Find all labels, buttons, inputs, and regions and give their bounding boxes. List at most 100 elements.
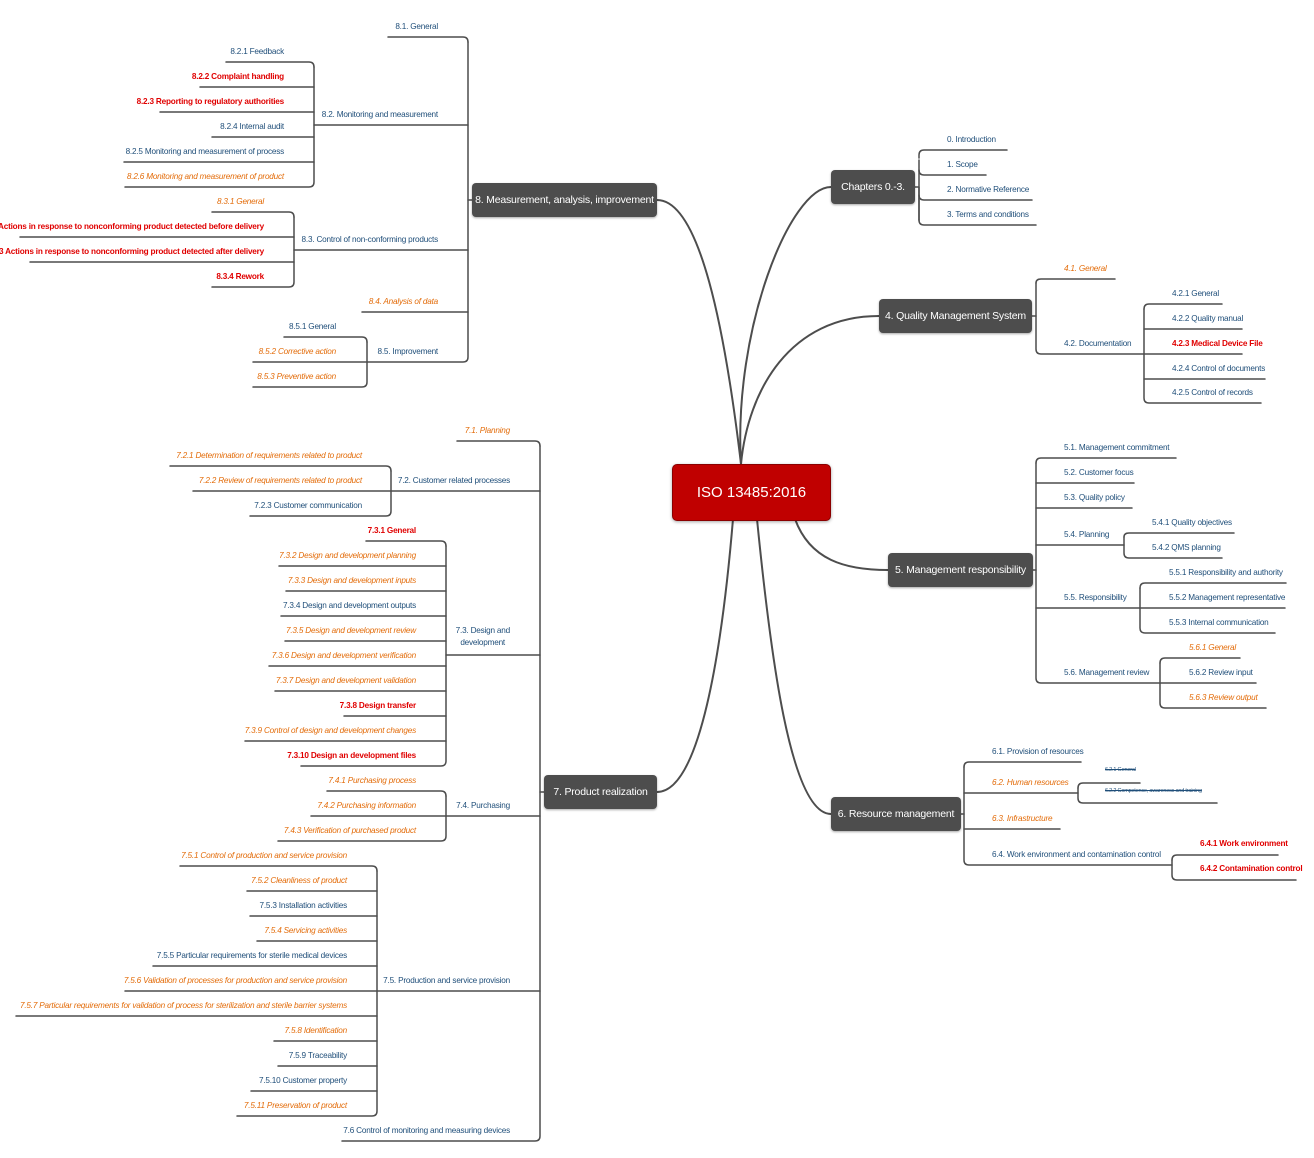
connector-line <box>1123 536 1223 559</box>
node-m551[interactable]: 5.5.1 Responsibility and authority <box>1169 568 1283 577</box>
node-p733[interactable]: 7.3.3 Design and development inputs <box>287 576 416 585</box>
node-p739[interactable]: 7.3.9 Control of design and development … <box>244 726 417 735</box>
node-m52[interactable]: 5.2. Customer focus <box>1064 468 1134 477</box>
node-e853[interactable]: 8.5.3 Preventive action <box>257 372 336 381</box>
node-p735[interactable]: 7.3.5 Design and development review <box>286 626 416 635</box>
link-root-chapters <box>739 186 832 465</box>
node-p756[interactable]: 7.5.6 Validation of processes for produc… <box>123 976 347 985</box>
node-e825[interactable]: 8.2.5 Monitoring and measurement of proc… <box>125 147 285 156</box>
node-q424[interactable]: 4.2.4 Control of documents <box>1172 364 1266 373</box>
topic-management-responsibility[interactable]: 5. Management responsibility <box>888 553 1033 587</box>
node-m53[interactable]: 5.3. Quality policy <box>1064 493 1125 502</box>
topic-chapters-0-3[interactable]: Chapters 0.-3. <box>831 170 915 204</box>
node-m552[interactable]: 5.5.2 Management representative <box>1169 593 1286 602</box>
node-c2[interactable]: 2. Normative Reference <box>947 185 1030 194</box>
connector-line <box>179 865 378 872</box>
node-p7511[interactable]: 7.5.11 Preservation of product <box>243 1101 347 1110</box>
node-p731[interactable]: 7.3.1 General <box>367 526 417 535</box>
topic-quality-management-system[interactable]: 4. Quality Management System <box>879 299 1032 333</box>
node-p755[interactable]: 7.5.5 Particular requirements for steril… <box>156 951 347 960</box>
node-m563[interactable]: 5.6.3 Review output <box>1189 693 1258 702</box>
node-e823[interactable]: 8.2.3 Reporting to regulatory authoritie… <box>136 97 285 106</box>
node-p723[interactable]: 7.2.3 Customer communication <box>254 501 362 510</box>
node-c0[interactable]: 0. Introduction <box>947 135 996 144</box>
connector-line <box>326 790 447 797</box>
node-p742[interactable]: 7.4.2 Purchasing information <box>317 801 416 810</box>
connector-line <box>1159 662 1267 709</box>
topic-measurement-analysis-improvement[interactable]: 8. Measurement, analysis, improvement <box>472 183 657 217</box>
connector-line <box>124 66 315 188</box>
node-q422[interactable]: 4.2.2 Quality manual <box>1172 314 1244 323</box>
node-e821[interactable]: 8.2.1 Feedback <box>230 47 284 56</box>
node-p72[interactable]: 7.2. Customer related processes <box>397 476 510 485</box>
node-e81[interactable]: 8.1. General <box>395 22 438 31</box>
node-p753[interactable]: 7.5.3 Installation activities <box>259 901 348 910</box>
node-p73a[interactable]: 7.3. Design and <box>455 626 511 635</box>
node-m54[interactable]: 5.4. Planning <box>1064 530 1110 539</box>
node-m51[interactable]: 5.1. Management commitment <box>1064 443 1170 452</box>
node-e851[interactable]: 8.5.1 General <box>288 322 336 331</box>
node-e833[interactable]: 8.3.3 Actions in response to nonconformi… <box>0 247 264 256</box>
node-p732[interactable]: 7.3.2 Design and development planning <box>279 551 416 560</box>
node-r622[interactable]: 6.2.2 Competence, awareness and training <box>1105 788 1202 794</box>
node-e834[interactable]: 8.3.4 Rework <box>216 272 264 281</box>
node-e852[interactable]: 8.5.2 Corrective action <box>258 347 337 356</box>
node-p743[interactable]: 7.4.3 Verification of purchased product <box>283 826 416 835</box>
node-p759[interactable]: 7.5.9 Traceability <box>288 1051 347 1060</box>
node-r63[interactable]: 6.3. Infrastructure <box>992 814 1053 823</box>
node-p76[interactable]: 7.6 Control of monitoring and measuring … <box>343 1126 510 1135</box>
node-m56[interactable]: 5.6. Management review <box>1064 668 1150 677</box>
node-e84[interactable]: 8.4. Analysis of data <box>368 297 438 306</box>
node-p734[interactable]: 7.3.4 Design and development outputs <box>283 601 416 610</box>
node-p7510[interactable]: 7.5.10 Customer property <box>258 1076 347 1085</box>
node-q41[interactable]: 4.1. General <box>1064 264 1107 273</box>
node-p754[interactable]: 7.5.4 Servicing activities <box>264 926 347 935</box>
node-q42[interactable]: 4.2. Documentation <box>1064 339 1132 348</box>
node-p736[interactable]: 7.3.6 Design and development verificatio… <box>271 651 416 660</box>
node-r61[interactable]: 6.1. Provision of resources <box>992 747 1084 756</box>
node-c3[interactable]: 3. Terms and conditions <box>947 210 1029 219</box>
node-p752[interactable]: 7.5.2 Cleanliness of product <box>251 876 347 885</box>
node-p74[interactable]: 7.4. Purchasing <box>456 801 510 810</box>
node-r641[interactable]: 6.4.1 Work environment <box>1200 839 1288 848</box>
central-topic[interactable]: ISO 13485:2016 <box>672 464 831 521</box>
node-e826[interactable]: 8.2.6 Monitoring and measurement of prod… <box>126 172 284 181</box>
node-p758[interactable]: 7.5.8 Identification <box>284 1026 348 1035</box>
topic-resource-management[interactable]: 6. Resource management <box>831 797 961 831</box>
node-c1[interactable]: 1. Scope <box>947 160 978 169</box>
node-p738[interactable]: 7.3.8 Design transfer <box>339 701 417 710</box>
node-q423[interactable]: 4.2.3 Medical Device File <box>1172 339 1263 348</box>
node-p751[interactable]: 7.5.1 Control of production and service … <box>181 851 347 860</box>
node-p722[interactable]: 7.2.2 Review of requirements related to … <box>198 476 362 485</box>
node-r621[interactable]: 6.2.1 General <box>1105 767 1136 773</box>
node-e822[interactable]: 8.2.2 Complaint handling <box>191 72 284 81</box>
node-m55[interactable]: 5.5. Responsibility <box>1064 593 1127 602</box>
node-p7310[interactable]: 7.3.10 Design an development files <box>287 751 416 760</box>
node-m542[interactable]: 5.4.2 QMS planning <box>1152 543 1221 552</box>
node-e85[interactable]: 8.5. Improvement <box>377 347 438 356</box>
node-m553[interactable]: 5.5.3 Internal communication <box>1169 618 1269 627</box>
link-root-mgmt <box>794 518 889 571</box>
connector-line <box>225 61 315 68</box>
node-r62[interactable]: 6.2. Human resources <box>992 778 1069 787</box>
node-p71[interactable]: 7.1. Planning <box>464 426 510 435</box>
node-m561[interactable]: 5.6.1 General <box>1189 643 1237 652</box>
node-r642[interactable]: 6.4.2 Contamination control <box>1200 864 1303 873</box>
node-r64[interactable]: 6.4. Work environment and contamination … <box>992 850 1161 859</box>
node-q425[interactable]: 4.2.5 Control of records <box>1172 388 1253 397</box>
node-e824[interactable]: 8.2.4 Internal audit <box>220 122 284 131</box>
node-p741[interactable]: 7.4.1 Purchasing process <box>328 776 416 785</box>
topic-product-realization[interactable]: 7. Product realization <box>544 775 657 809</box>
node-e82[interactable]: 8.2. Monitoring and measurement <box>321 110 438 119</box>
node-p737[interactable]: 7.3.7 Design and development validation <box>275 676 416 685</box>
node-e832[interactable]: 8.3.2 Actions in response to nonconformi… <box>0 222 264 231</box>
node-e83[interactable]: 8.3. Control of non-conforming products <box>301 235 439 244</box>
node-m541[interactable]: 5.4.1 Quality objectives <box>1152 518 1232 527</box>
node-p73b[interactable]: development <box>460 638 505 647</box>
node-m562[interactable]: 5.6.2 Review input <box>1189 668 1253 677</box>
node-p757[interactable]: 7.5.7 Particular requirements for valida… <box>19 1001 347 1010</box>
node-e831[interactable]: 8.3.1 General <box>216 197 264 206</box>
node-p721[interactable]: 7.2.1 Determination of requirements rela… <box>176 451 362 460</box>
node-q421[interactable]: 4.2.1 General <box>1172 289 1220 298</box>
node-p75[interactable]: 7.5. Production and service provision <box>383 976 510 985</box>
